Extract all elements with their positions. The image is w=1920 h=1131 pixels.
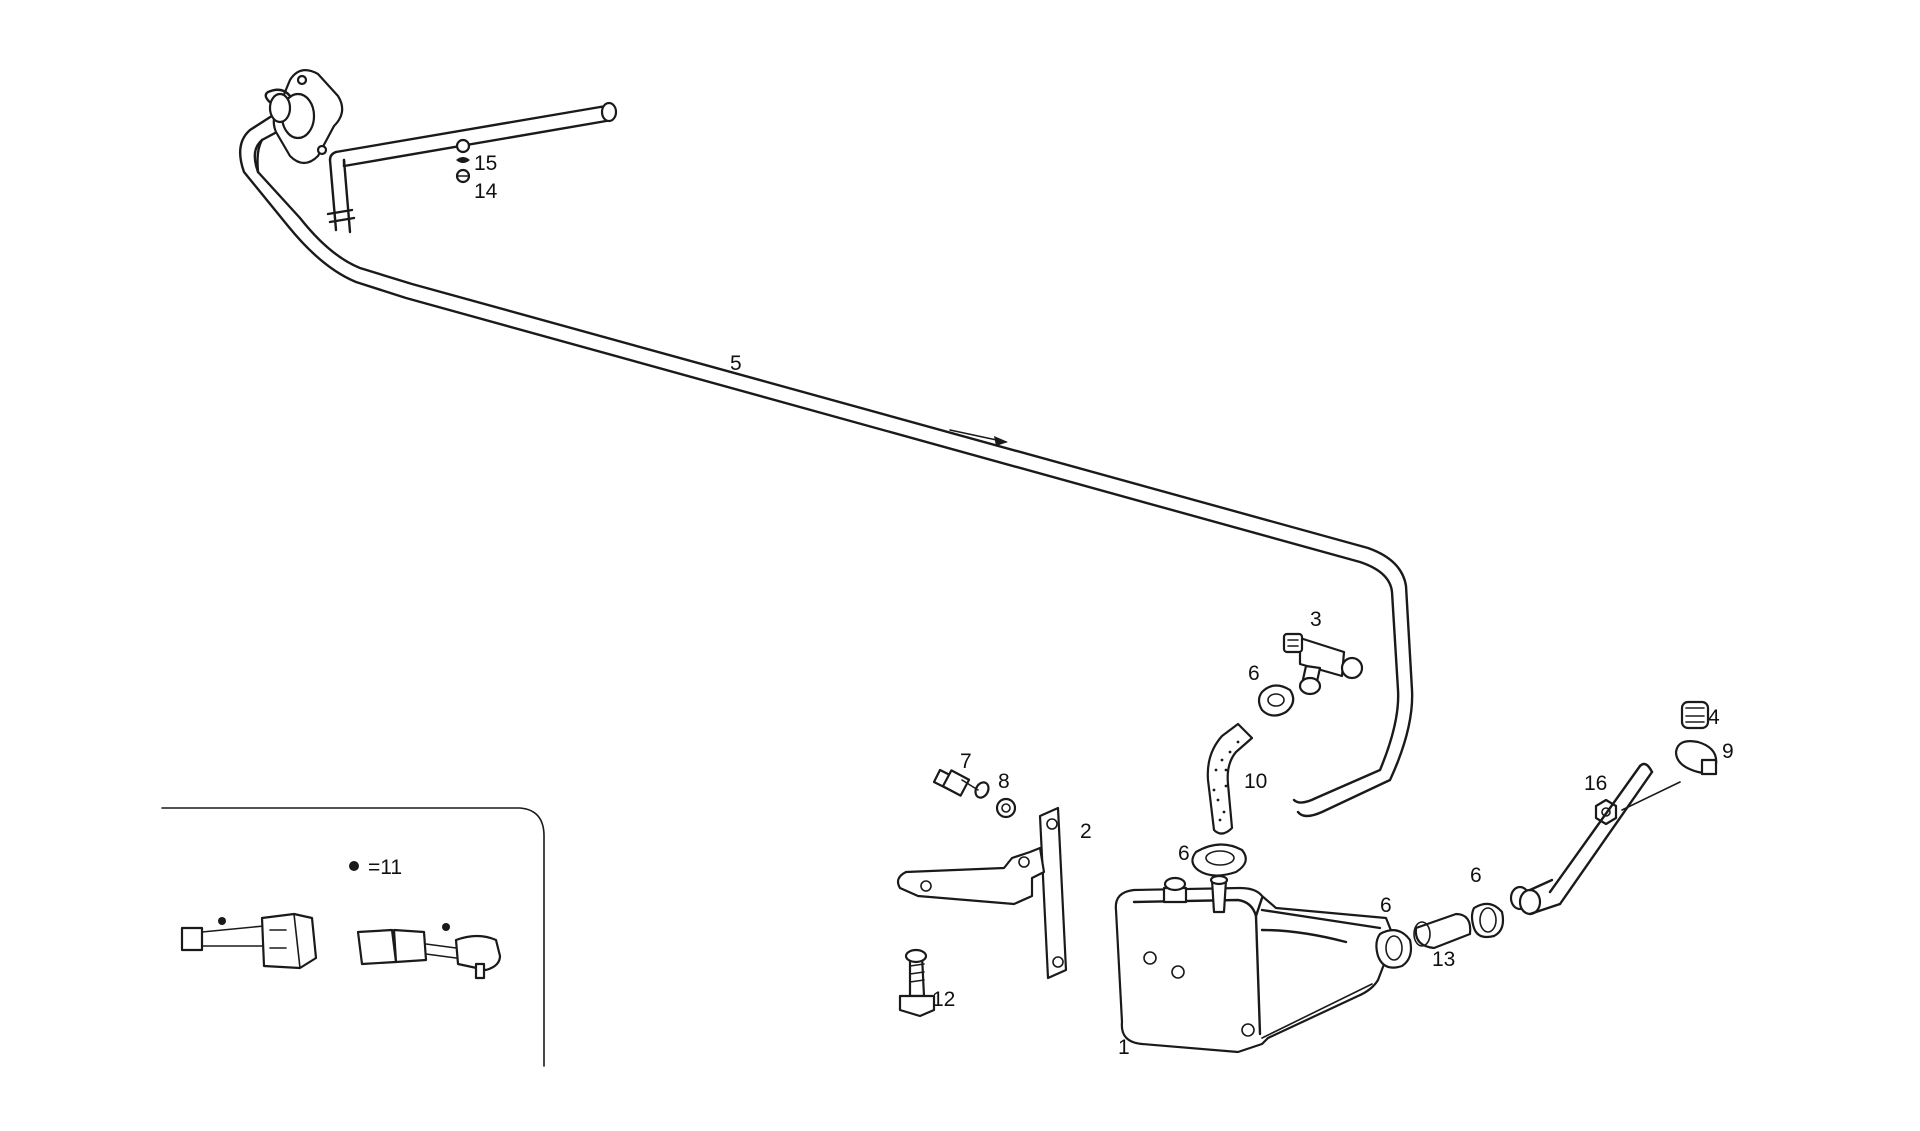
right-fittings — [1518, 700, 1718, 916]
callout-4: 4 — [1708, 706, 1720, 729]
inset-legend: =11 — [368, 856, 402, 879]
callout-2: 2 — [1080, 820, 1092, 843]
callout-1: 1 — [1118, 1036, 1130, 1059]
pipe-assembly — [238, 69, 1681, 911]
callout-3: 3 — [1310, 608, 1322, 631]
callout-12: 12 — [932, 988, 955, 1011]
callout-10: 10 — [1244, 770, 1267, 793]
callout-8: 8 — [998, 770, 1010, 793]
tank-assembly — [896, 632, 1505, 1054]
callout-13: 13 — [1432, 948, 1455, 971]
callout-6c: 6 — [1380, 894, 1392, 917]
callout-6b: 6 — [1178, 842, 1190, 865]
callout-14: 14 — [474, 180, 498, 203]
callout-9: 9 — [1722, 740, 1734, 763]
callout-7: 7 — [960, 750, 972, 773]
callout-6d: 6 — [1470, 864, 1482, 887]
callout-15: 15 — [474, 152, 497, 175]
callout-16: 16 — [1584, 772, 1607, 795]
callout-labels: 1 2 3 4 5 6 6 6 6 7 8 9 10 12 13 14 15 1… — [368, 152, 1734, 1059]
callout-6a: 6 — [1248, 662, 1260, 685]
callout-5: 5 — [730, 352, 742, 375]
inset-panel — [161, 807, 545, 1067]
fasteners — [898, 768, 1017, 1018]
